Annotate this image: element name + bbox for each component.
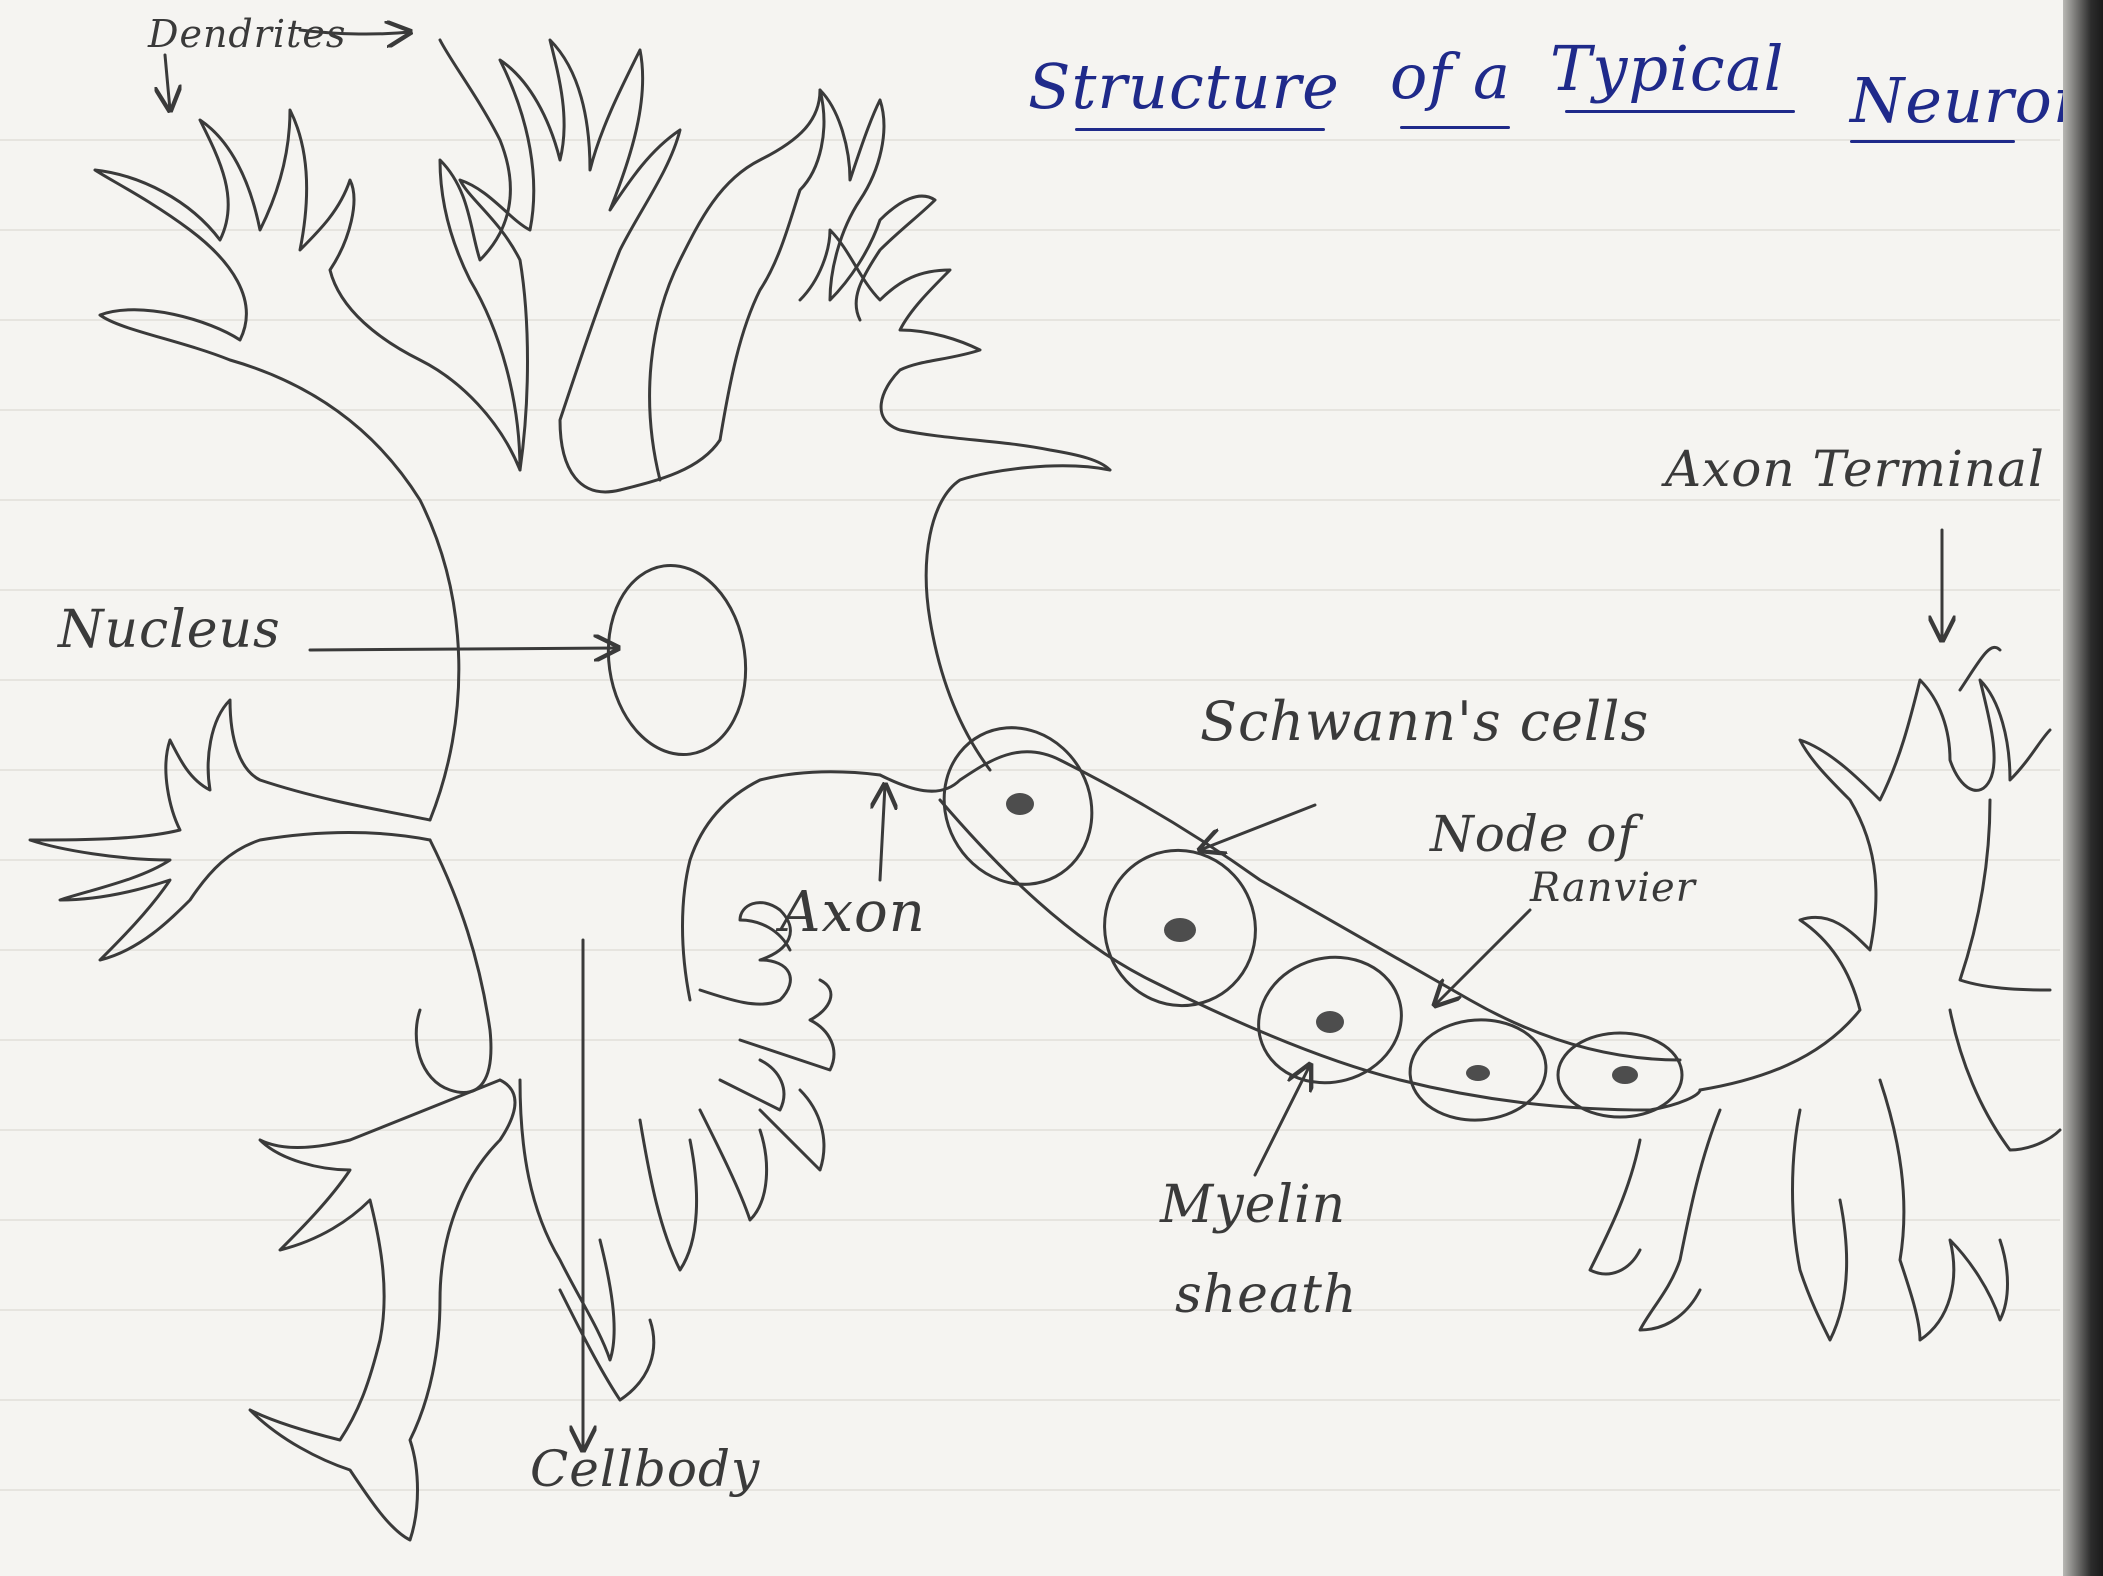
label-myelin: Myelin [1160, 1175, 1346, 1235]
title-underline-2 [1400, 126, 1510, 129]
dendrite-tree-top-right [720, 90, 935, 440]
title-underline-1 [1075, 128, 1325, 131]
arrow-myelin-sheath [1255, 1065, 1310, 1175]
title-word-2: of a [1390, 40, 1511, 113]
title-underline-4 [1850, 140, 2015, 143]
label-schwanns-cells: Schwann's cells [1200, 690, 1649, 753]
arrow-nucleus [310, 648, 618, 650]
title-underline-3 [1565, 110, 1795, 113]
dendrite-left-middle [30, 700, 430, 960]
arrow-dendrites [165, 55, 170, 110]
label-axon-terminal: Axon Terminal [1665, 440, 2045, 498]
title-word-4: Neuron [1850, 64, 2094, 137]
dendrite-right-upper-branches [800, 230, 1110, 470]
dendrite-tree-upper-left [95, 40, 520, 820]
dendrite-tree-upper-center [460, 40, 720, 492]
label-node-of-ranvier-2: Ranvier [1530, 865, 1696, 911]
label-dendrites: Dendrites [148, 12, 346, 56]
nucleus-shape [596, 556, 757, 763]
title-word-3: Typical [1550, 32, 1784, 105]
label-cell-body: Cellbody [530, 1440, 760, 1498]
arrow-node-of-ranvier [1435, 910, 1530, 1005]
axon-terminal-branches [1590, 647, 2060, 1340]
title-word-1: Structure [1028, 50, 1340, 123]
arrow-axon [880, 785, 885, 880]
notebook-spine-shadow [2063, 0, 2103, 1576]
soma-right-edge-to-axon [926, 466, 1110, 770]
dendrite-bottom-flanks [560, 1090, 824, 1400]
arrow-schwann [1200, 805, 1315, 850]
label-axon: Axon [780, 880, 926, 945]
label-nucleus: Nucleus [58, 600, 281, 660]
label-sheath: sheath [1175, 1265, 1357, 1325]
dendrite-left-lower-loop [416, 840, 491, 1093]
ruled-lines [0, 140, 2060, 1490]
label-node-of-ranvier-1: Node of [1430, 805, 1637, 863]
